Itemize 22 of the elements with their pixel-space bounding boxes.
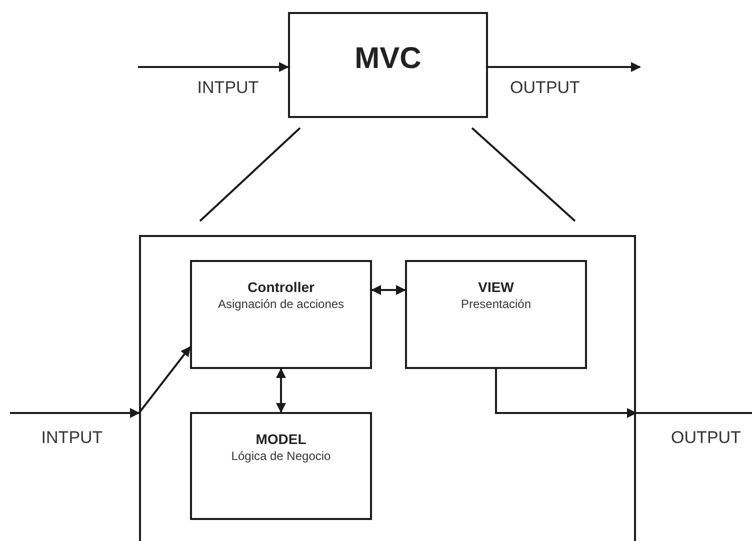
node-title: MVC: [354, 42, 422, 76]
process-box: [405, 260, 587, 369]
connector-line: [471, 127, 576, 222]
arrow: [371, 285, 406, 295]
process-box: [190, 260, 372, 369]
node-title: Controller: [246, 279, 316, 296]
node-subtitle: Lógica de Negocio: [230, 449, 332, 464]
container-box: [139, 235, 636, 541]
connector-line: [636, 412, 752, 414]
node-title: VIEW: [477, 279, 515, 296]
arrow: [276, 368, 286, 413]
node-title: MODEL: [254, 431, 308, 448]
arrow: [138, 62, 289, 72]
arrow: [10, 408, 140, 418]
arrow: [495, 369, 637, 418]
node-subtitle: Asignación de acciones: [216, 297, 346, 312]
connector-line: [199, 127, 301, 222]
process-box: [190, 412, 372, 520]
process-box: [288, 12, 488, 118]
node-subtitle: Presentación: [460, 297, 532, 312]
arrow: [138, 346, 191, 414]
arrow: [488, 62, 641, 72]
